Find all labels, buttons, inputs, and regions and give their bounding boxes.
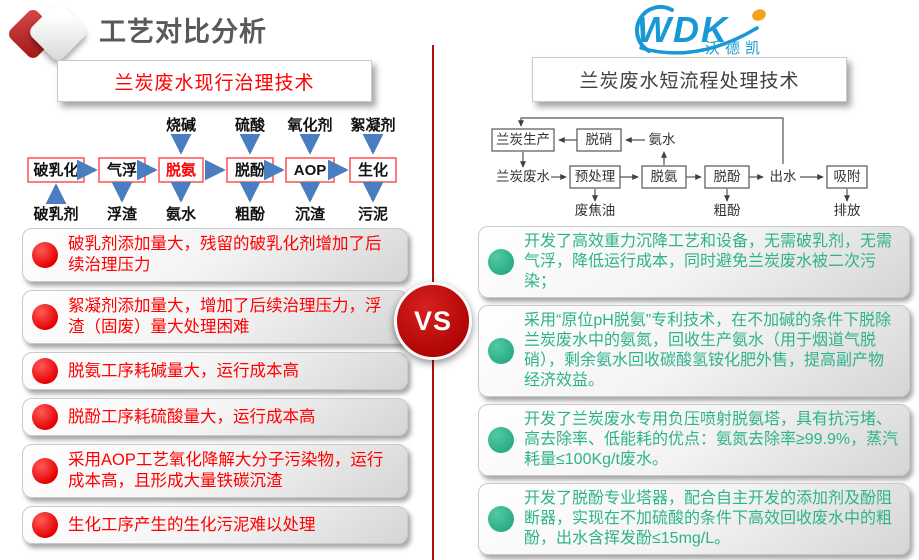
issue-text: 脱酚工序耗硫酸量大，运行成本高	[68, 407, 316, 426]
process-label: 兰炭生产	[496, 132, 550, 147]
right-advantages-list: 开发了高效重力沉降工艺和设备，无需破乳剂，无需气浮，降低运行成本，同时避免兰炭废…	[478, 226, 910, 555]
issue-text: 采用AOP工艺氧化降解大分子污染物，运行成本高，且形成大量铁碳沉渣	[68, 451, 384, 490]
logo-acronym: WDK	[637, 9, 730, 50]
flow-output-label: 粗酚	[235, 206, 266, 223]
issue-card: 生化工序产生的生化污泥难以处理	[22, 506, 408, 544]
flow-input-label: 烧碱	[166, 116, 196, 134]
process-label: AOP	[294, 162, 327, 179]
flow-label: 氨水	[649, 132, 677, 147]
process-box	[158, 157, 204, 183]
logo-name: 沃德凯	[705, 39, 765, 56]
process-box	[349, 157, 397, 183]
recycle-line	[518, 117, 784, 164]
wdk-logo: WDK 沃德凯	[617, 2, 795, 57]
issue-card: 采用AOP工艺氧化降解大分子污染物，运行成本高，且形成大量铁碳沉渣	[22, 444, 408, 498]
process-box	[491, 128, 555, 152]
flow-input-label: 氧化剂	[286, 116, 332, 134]
flow-input-label: 絮凝剂	[350, 116, 395, 134]
flow-output-label: 氨水	[166, 205, 197, 223]
flow-label: 废焦油	[575, 203, 616, 218]
flow-output-label: 破乳剂	[33, 205, 78, 223]
wdk-logo-graphic: WDK 沃德凯	[635, 5, 766, 57]
logo-orange-dot-icon	[752, 9, 766, 21]
flow-output-label: 污泥	[358, 205, 388, 223]
advantage-text: 开发了脱酚专业塔器，配合自主开发的添加剂及酚阻断器，实现在不加硫酸的条件下高效回…	[524, 490, 893, 547]
left-panel-header: 兰炭废水现行治理技术	[57, 60, 372, 102]
flow-label: 粗酚	[714, 203, 742, 218]
green-bullet-icon	[488, 249, 514, 275]
issue-text: 生化工序产生的生化污泥难以处理	[68, 515, 316, 534]
red-bullet-icon	[32, 242, 58, 268]
process-label: 脱硝	[586, 132, 613, 147]
left-panel-title: 兰炭废水现行治理技术	[114, 72, 315, 94]
process-box	[826, 165, 868, 189]
left-flow-diagram: 烧碱 硫酸 氧化剂 絮凝剂 破乳化 气浮 脱氨 脱酚 AOP 生化 破	[27, 116, 397, 223]
issue-text: 絮凝剂添加量大，增加了后续治理压力，浮渣（固废）量大处理困难	[68, 297, 382, 336]
diamond-accent-icon	[6, 0, 92, 68]
issue-card: 絮凝剂添加量大，增加了后续治理压力，浮渣（固废）量大处理困难	[22, 290, 408, 344]
right-panel-title: 兰炭废水短流程处理技术	[579, 71, 800, 92]
advantage-text: 采用“原位pH脱氨”专利技术，在不加碱的条件下脱除兰炭废水中的氨氮，回收生产氨水…	[524, 312, 892, 389]
issue-card: 脱氨工序耗碱量大，运行成本高	[22, 352, 408, 390]
process-label: 预处理	[575, 169, 616, 184]
process-label: 破乳化	[33, 161, 78, 179]
red-bullet-icon	[32, 358, 58, 384]
right-flow-diagram: 兰炭生产 脱硝 氨水 兰炭废水 预处理 脱氨 脱酚 出水 吸附 废焦油 粗酚 排…	[491, 117, 868, 218]
advantage-text: 开发了兰炭废水专用负压喷射脱氨塔，具有抗污堵、高去除率、低能耗的优点：氨氮去除率…	[524, 411, 899, 468]
issue-text: 破乳剂添加量大，残留的破乳化剂增加了后续治理压力	[68, 235, 382, 274]
red-bullet-icon	[32, 404, 58, 430]
logo-swoosh-tail-icon	[639, 26, 759, 55]
process-label: 脱氨	[166, 161, 196, 179]
red-bullet-icon	[32, 304, 58, 330]
flow-output-label: 浮渣	[107, 205, 138, 223]
advantage-text: 开发了高效重力沉降工艺和设备，无需破乳剂，无需气浮，降低运行成本，同时避免兰炭废…	[524, 233, 893, 290]
issue-text: 脱氨工序耗碱量大，运行成本高	[68, 361, 299, 380]
page-title: 工艺对比分析	[99, 17, 267, 47]
flow-label: 出水	[770, 169, 798, 184]
flow-label: 兰炭废水	[496, 169, 550, 184]
vs-label: VS	[413, 305, 453, 336]
flow-output-label: 沉渣	[295, 205, 326, 223]
process-label: 脱氨	[651, 169, 679, 184]
issue-card: 脱酚工序耗硫酸量大，运行成本高	[22, 398, 408, 436]
advantage-card: 开发了脱酚专业塔器，配合自主开发的添加剂及酚阻断器，实现在不加硫酸的条件下高效回…	[478, 483, 910, 555]
issue-card: 破乳剂添加量大，残留的破乳化剂增加了后续治理压力	[22, 228, 408, 282]
red-bullet-icon	[32, 512, 58, 538]
right-panel-header: 兰炭废水短流程处理技术	[532, 57, 847, 102]
process-label: 气浮	[106, 161, 137, 179]
red-bullet-icon	[32, 458, 58, 484]
process-label: 生化	[358, 161, 388, 179]
process-label: 吸附	[834, 169, 861, 184]
advantage-card: 开发了高效重力沉降工艺和设备，无需破乳剂，无需气浮，降低运行成本，同时避免兰炭废…	[478, 226, 910, 298]
green-bullet-icon	[488, 506, 514, 532]
process-label: 脱酚	[235, 161, 266, 179]
vs-badge: VS	[394, 282, 472, 360]
process-label: 脱酚	[714, 169, 742, 184]
green-bullet-icon	[488, 427, 514, 453]
logo-swoosh-circle-icon	[635, 5, 674, 53]
green-bullet-icon	[488, 338, 514, 364]
advantage-card: 开发了兰炭废水专用负压喷射脱氨塔，具有抗污堵、高去除率、低能耗的优点：氨氮去除率…	[478, 404, 910, 476]
advantage-card: 采用“原位pH脱氨”专利技术，在不加碱的条件下脱除兰炭废水中的氨氮，回收生产氨水…	[478, 305, 910, 397]
flow-label: 排放	[834, 203, 862, 218]
flow-input-label: 硫酸	[235, 116, 266, 134]
left-issues-list: 破乳剂添加量大，残留的破乳化剂增加了后续治理压力 絮凝剂添加量大，增加了后续治理…	[22, 228, 408, 544]
